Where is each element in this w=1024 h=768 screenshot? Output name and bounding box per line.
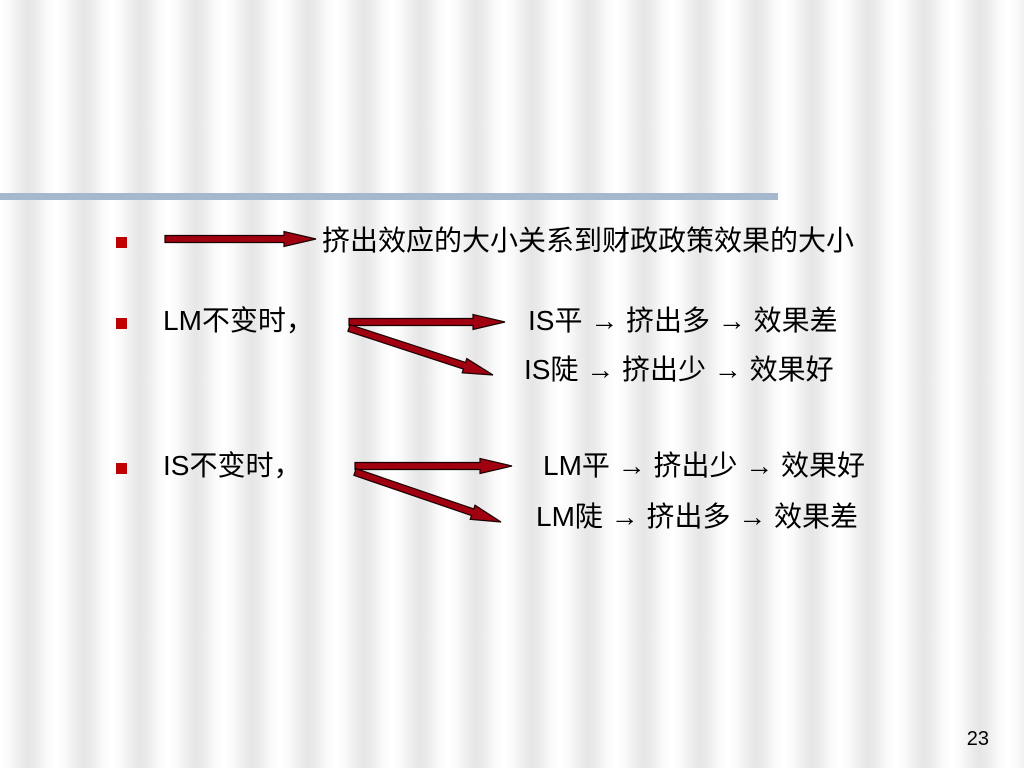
- page-number: 23: [966, 728, 989, 750]
- square-bullet-icon: [116, 463, 127, 474]
- square-bullet-icon: [116, 318, 127, 329]
- arrow-right-icon: [348, 313, 506, 331]
- lm-constant-label: LM不变时，: [163, 305, 314, 336]
- is-steep-result: IS陡 → 挤出少 → 效果好: [524, 354, 834, 385]
- lm-steep-result: LM陡 → 挤出多 → 效果差: [536, 501, 859, 532]
- arrow-right-icon: [354, 457, 513, 475]
- crowding-effect-statement: 挤出效应的大小关系到财政政策效果的大小: [322, 225, 855, 256]
- title-divider-rule: [0, 193, 778, 200]
- arrow-right-icon: [164, 230, 317, 248]
- lm-flat-result: LM平 → 挤出少 → 效果好: [543, 450, 866, 481]
- arrow-down-right-icon: [347, 323, 494, 376]
- arrow-down-right-icon: [353, 467, 502, 523]
- is-flat-result: IS平 → 挤出多 → 效果差: [528, 305, 838, 336]
- square-bullet-icon: [116, 237, 127, 248]
- is-constant-label: IS不变时，: [163, 450, 302, 481]
